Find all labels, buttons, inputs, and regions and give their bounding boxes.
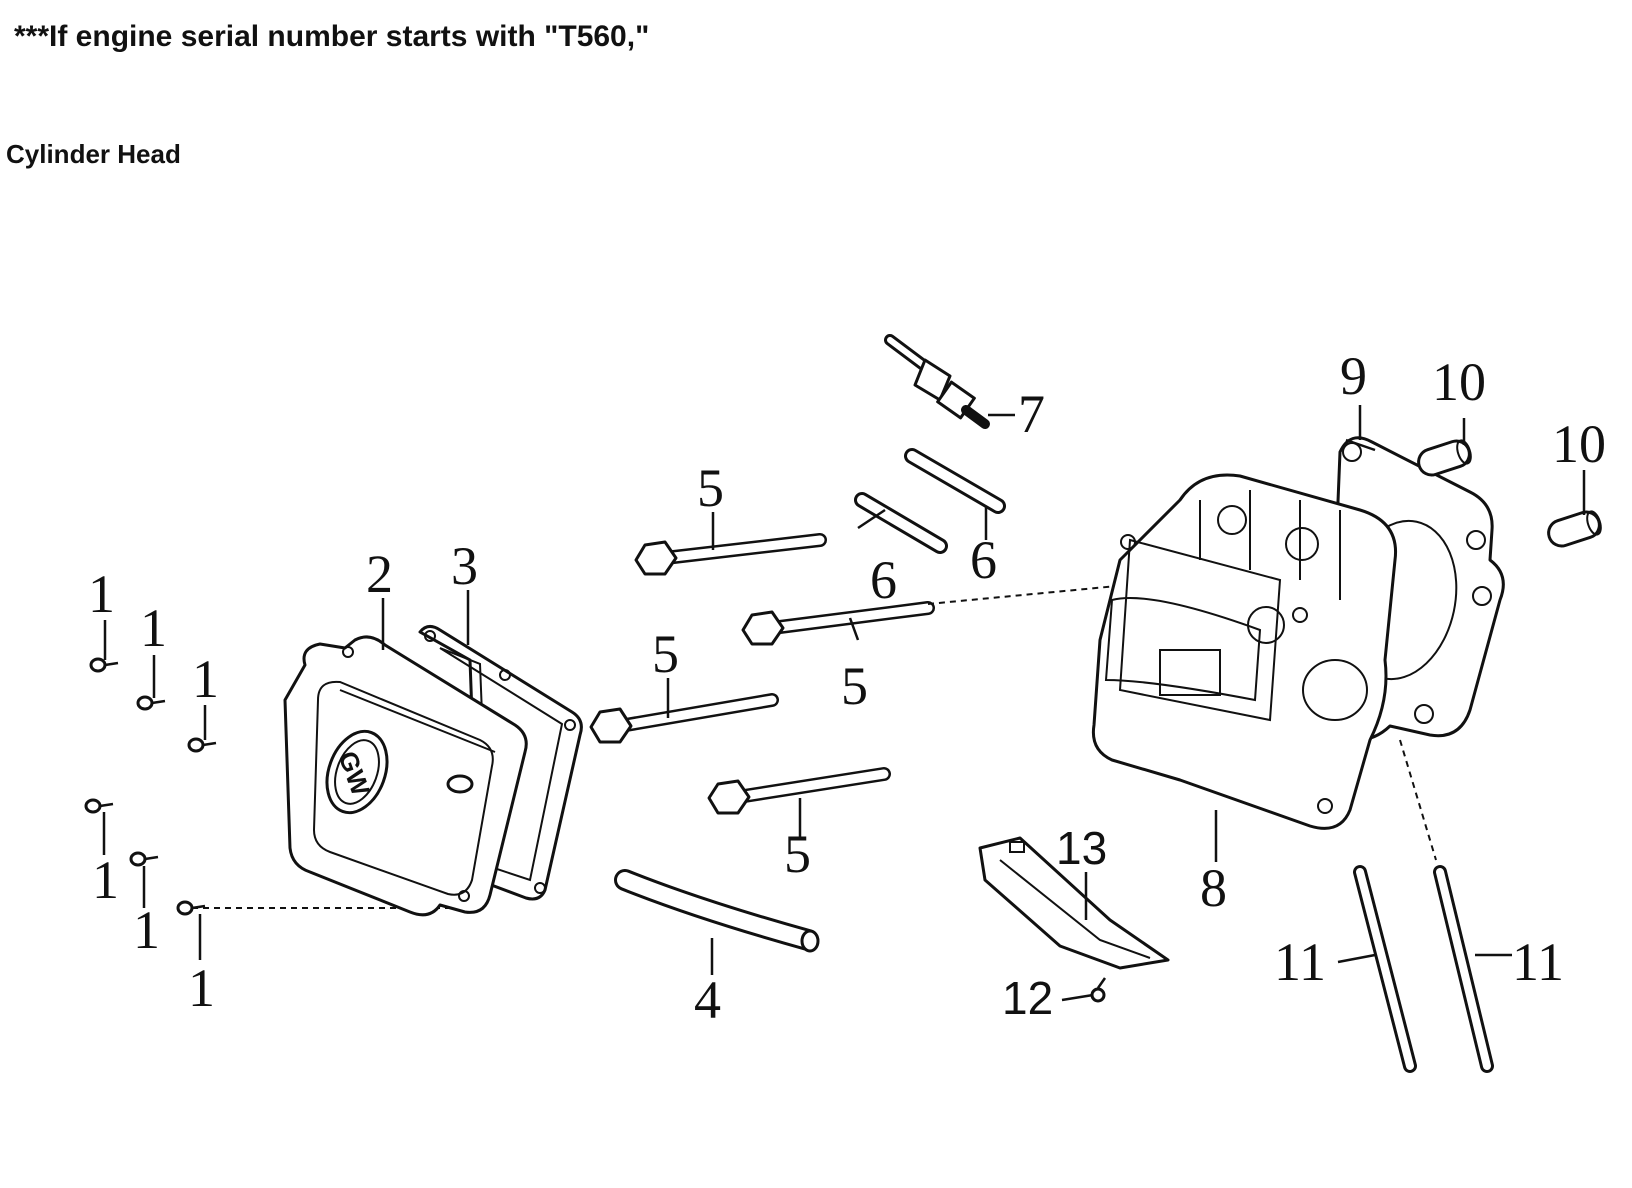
- part-1-screws: [84, 620, 462, 960]
- part-6-studs: [854, 448, 1006, 554]
- callout-5: 5: [697, 458, 724, 518]
- callout-6: 6: [870, 550, 897, 610]
- callout-5: 5: [652, 624, 679, 684]
- callout-1: 1: [140, 598, 167, 658]
- callout-5: 5: [841, 656, 868, 716]
- callout-10: 10: [1432, 352, 1486, 412]
- callout-13: 13: [1056, 822, 1107, 874]
- part-10-dowel-pins: [1417, 439, 1602, 548]
- callout-7: 7: [1018, 384, 1045, 444]
- callout-3: 3: [451, 536, 478, 596]
- callout-8: 8: [1200, 858, 1227, 918]
- callout-labels: 1 1 1 1 1 1 2 3 4 5 5 5 5 6 6 7 8 9 10 1…: [88, 346, 1606, 1030]
- part-8-cylinder-head: [1091, 473, 1437, 861]
- callout-5: 5: [784, 824, 811, 884]
- callout-11: 11: [1274, 932, 1326, 992]
- leader-lines: [381, 405, 1586, 1002]
- callout-12: 12: [1002, 972, 1053, 1024]
- callout-1: 1: [133, 900, 160, 960]
- section-title: Cylinder Head: [6, 139, 181, 169]
- part-11-long-studs: [1353, 865, 1494, 1073]
- part-12-bolt: [1090, 977, 1107, 1003]
- callout-6: 6: [970, 530, 997, 590]
- callout-10: 10: [1552, 414, 1606, 474]
- callout-11: 11: [1512, 932, 1564, 992]
- callout-9: 9: [1340, 346, 1367, 406]
- callout-4: 4: [694, 970, 721, 1030]
- serial-number-note: ***If engine serial number starts with "…: [14, 20, 650, 53]
- callout-1: 1: [192, 649, 219, 709]
- part-4-breather-tube: [614, 869, 820, 953]
- part-2-valve-cover: GW: [283, 635, 528, 917]
- part-7-spark-plug: [884, 334, 990, 429]
- callout-1: 1: [188, 958, 215, 1018]
- part-13-bracket: [978, 836, 1170, 970]
- callout-1: 1: [92, 850, 119, 910]
- callout-2: 2: [366, 544, 393, 604]
- callout-1: 1: [88, 564, 115, 624]
